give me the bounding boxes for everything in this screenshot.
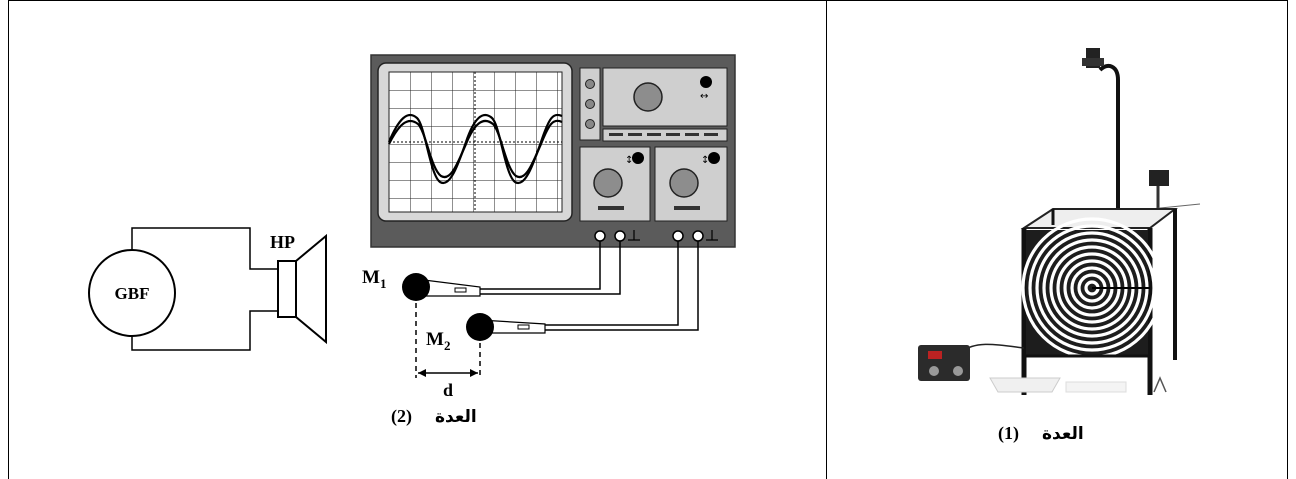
oscilloscope: ↔ ↕ ↕ [370, 54, 736, 248]
hp-label: HP [270, 232, 295, 252]
loudspeaker-hp: HP [270, 232, 327, 345]
caption-setup-2: (2) العدة [391, 406, 477, 427]
signal-trace-2 [388, 119, 563, 179]
svg-text:↕: ↕ [701, 155, 709, 166]
control-unit [918, 345, 970, 381]
microphone-m2: M2 [426, 313, 546, 353]
channel-1-knob [593, 168, 623, 198]
microphone-m1: M1 [362, 267, 481, 301]
svg-text:(2): (2) [391, 406, 412, 427]
timebase-knob [633, 82, 663, 112]
figure-frame [8, 0, 1288, 479]
vibrator-head [1149, 170, 1169, 186]
svg-text:(1): (1) [998, 423, 1019, 444]
m2-label: M2 [426, 329, 450, 353]
m1-label: M1 [362, 267, 386, 291]
caption-setup-1: (1) العدة [998, 423, 1084, 444]
generator-wires [131, 227, 278, 351]
ripple-tank-apparatus [918, 48, 1201, 395]
panel-divider [826, 0, 827, 479]
distance-d-indicator [415, 303, 481, 378]
gbf-label: GBF [115, 284, 150, 303]
channel-2-knob [669, 168, 699, 198]
gbf-generator: GBF [88, 249, 176, 337]
input-terminals [594, 230, 704, 242]
svg-text:↔: ↔ [700, 91, 708, 102]
svg-text:العدة: العدة [435, 407, 477, 427]
horizontal-position-icon [700, 76, 712, 88]
svg-text:↕: ↕ [625, 155, 633, 166]
d-label: d [443, 380, 453, 400]
svg-text:العدة: العدة [1042, 424, 1084, 444]
probe-cables [480, 241, 699, 331]
